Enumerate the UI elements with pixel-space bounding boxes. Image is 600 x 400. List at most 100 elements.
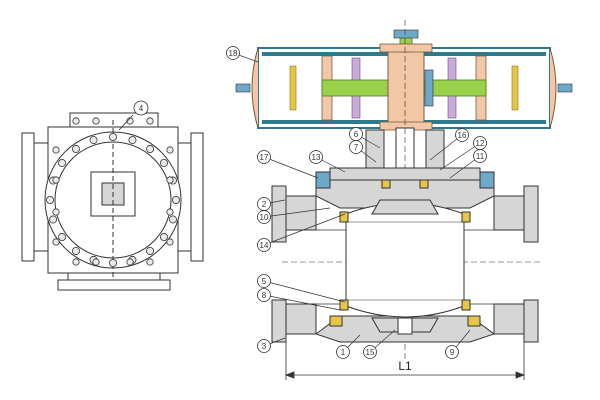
right-flange-bottom — [523, 299, 539, 343]
stop-yellow-right — [511, 65, 519, 111]
left-flange-bottom — [271, 299, 287, 343]
dimension-l1: L1 — [284, 342, 526, 380]
cover-bolt — [159, 158, 168, 167]
bottom-seal-left — [329, 315, 343, 327]
bottom-seal-right — [467, 315, 481, 327]
cover-bolt — [128, 136, 137, 145]
cover-bolt — [109, 258, 118, 267]
upper-trunnion — [371, 199, 439, 215]
callout-3-label: 3 — [262, 342, 267, 351]
callout-2-label: 2 — [262, 200, 267, 209]
callout-11: 11 — [449, 149, 487, 179]
callout-7-label: 7 — [354, 143, 359, 152]
right-side-flange — [190, 132, 204, 262]
base-plate — [57, 279, 171, 291]
callout-5: 5 — [257, 274, 346, 303]
callout-17-label: 17 — [260, 153, 269, 162]
left-end-cap — [251, 47, 259, 129]
body-bolt — [166, 238, 174, 246]
body-bolt — [52, 238, 60, 246]
callout-1-label: 1 — [341, 348, 346, 357]
callout-10: 10 — [257, 207, 331, 224]
cover-bolt — [146, 246, 155, 255]
seat-top-left — [339, 211, 349, 223]
cover-bolt — [46, 195, 55, 204]
seat-bottom-left — [339, 299, 349, 311]
body-bolt — [72, 258, 80, 266]
callout-9: 9 — [445, 329, 471, 359]
callout-10-label: 10 — [260, 213, 269, 222]
cover-bolt — [58, 158, 67, 167]
callout-11-label: 11 — [476, 152, 485, 161]
right-end-plug — [557, 83, 573, 93]
left-end-plug — [235, 83, 251, 93]
callout-9-label: 9 — [450, 348, 455, 357]
right-flange-top — [523, 185, 539, 243]
body-bolt — [52, 176, 60, 184]
right-hub-top — [493, 195, 525, 231]
right-hub-bottom — [493, 303, 525, 335]
side-bolts — [52, 117, 174, 266]
callout-8: 8 — [257, 288, 341, 311]
callout-7: 7 — [349, 140, 377, 163]
dim-arrow-left — [284, 371, 295, 379]
callout-5-label: 5 — [262, 277, 267, 286]
callout-13-label: 13 — [312, 153, 321, 162]
body-bolt — [146, 258, 154, 266]
cover-bolt — [159, 233, 168, 242]
cover-bolt — [146, 145, 155, 154]
callout-4-label: 4 — [139, 104, 144, 113]
body-bolt — [166, 176, 174, 184]
callout-12-label: 12 — [476, 139, 485, 148]
left-hub-bottom — [285, 303, 317, 335]
callout-18-label: 18 — [229, 49, 238, 58]
lower-stem-pin — [397, 317, 413, 335]
top-neck — [69, 112, 159, 128]
cover-bolt — [109, 132, 118, 141]
body-bolt — [166, 146, 174, 154]
cover-bolt — [171, 195, 180, 204]
pinion-top-flange — [379, 43, 433, 53]
callout-15: 15 — [363, 329, 396, 359]
body-bolt — [126, 258, 134, 266]
body-bolt — [52, 208, 60, 216]
callout-13: 13 — [309, 150, 346, 173]
left-side-flange — [21, 132, 35, 262]
dim-label: L1 — [398, 359, 412, 373]
callout-14: 14 — [257, 213, 346, 252]
callout-16: 16 — [429, 128, 469, 161]
seat-bottom-right — [461, 299, 471, 311]
valve-body-section — [271, 167, 540, 343]
cover-bolt — [71, 246, 80, 255]
bonnet-flange — [329, 167, 481, 181]
body-bolt — [166, 208, 174, 216]
cover-bolt — [71, 145, 80, 154]
cover-bolt — [168, 215, 177, 224]
actuator — [235, 29, 573, 131]
body-bolt — [92, 258, 100, 266]
callout-16-label: 16 — [458, 131, 467, 140]
cover-bolt — [49, 215, 58, 224]
seat-top-right — [461, 211, 471, 223]
callout-14-label: 14 — [260, 241, 269, 250]
body-bolt — [72, 117, 80, 125]
body-bolt — [52, 146, 60, 154]
cover-bolt — [58, 233, 67, 242]
body-bolt — [92, 117, 100, 125]
stem-seal-right — [419, 179, 429, 189]
stop-yellow-left — [289, 65, 297, 111]
end-view — [21, 112, 204, 291]
callout-17: 17 — [257, 150, 319, 179]
body-bolt — [146, 117, 154, 125]
callout-3: 3 — [257, 337, 286, 353]
indicator-cap — [393, 29, 419, 39]
dim-arrow-right — [515, 371, 526, 379]
right-end-cap — [549, 47, 557, 129]
bolt-blue-left — [315, 171, 331, 189]
callout-8-label: 8 — [262, 291, 267, 300]
pinion-housing — [387, 49, 425, 125]
pinion-blue-key — [424, 69, 434, 107]
